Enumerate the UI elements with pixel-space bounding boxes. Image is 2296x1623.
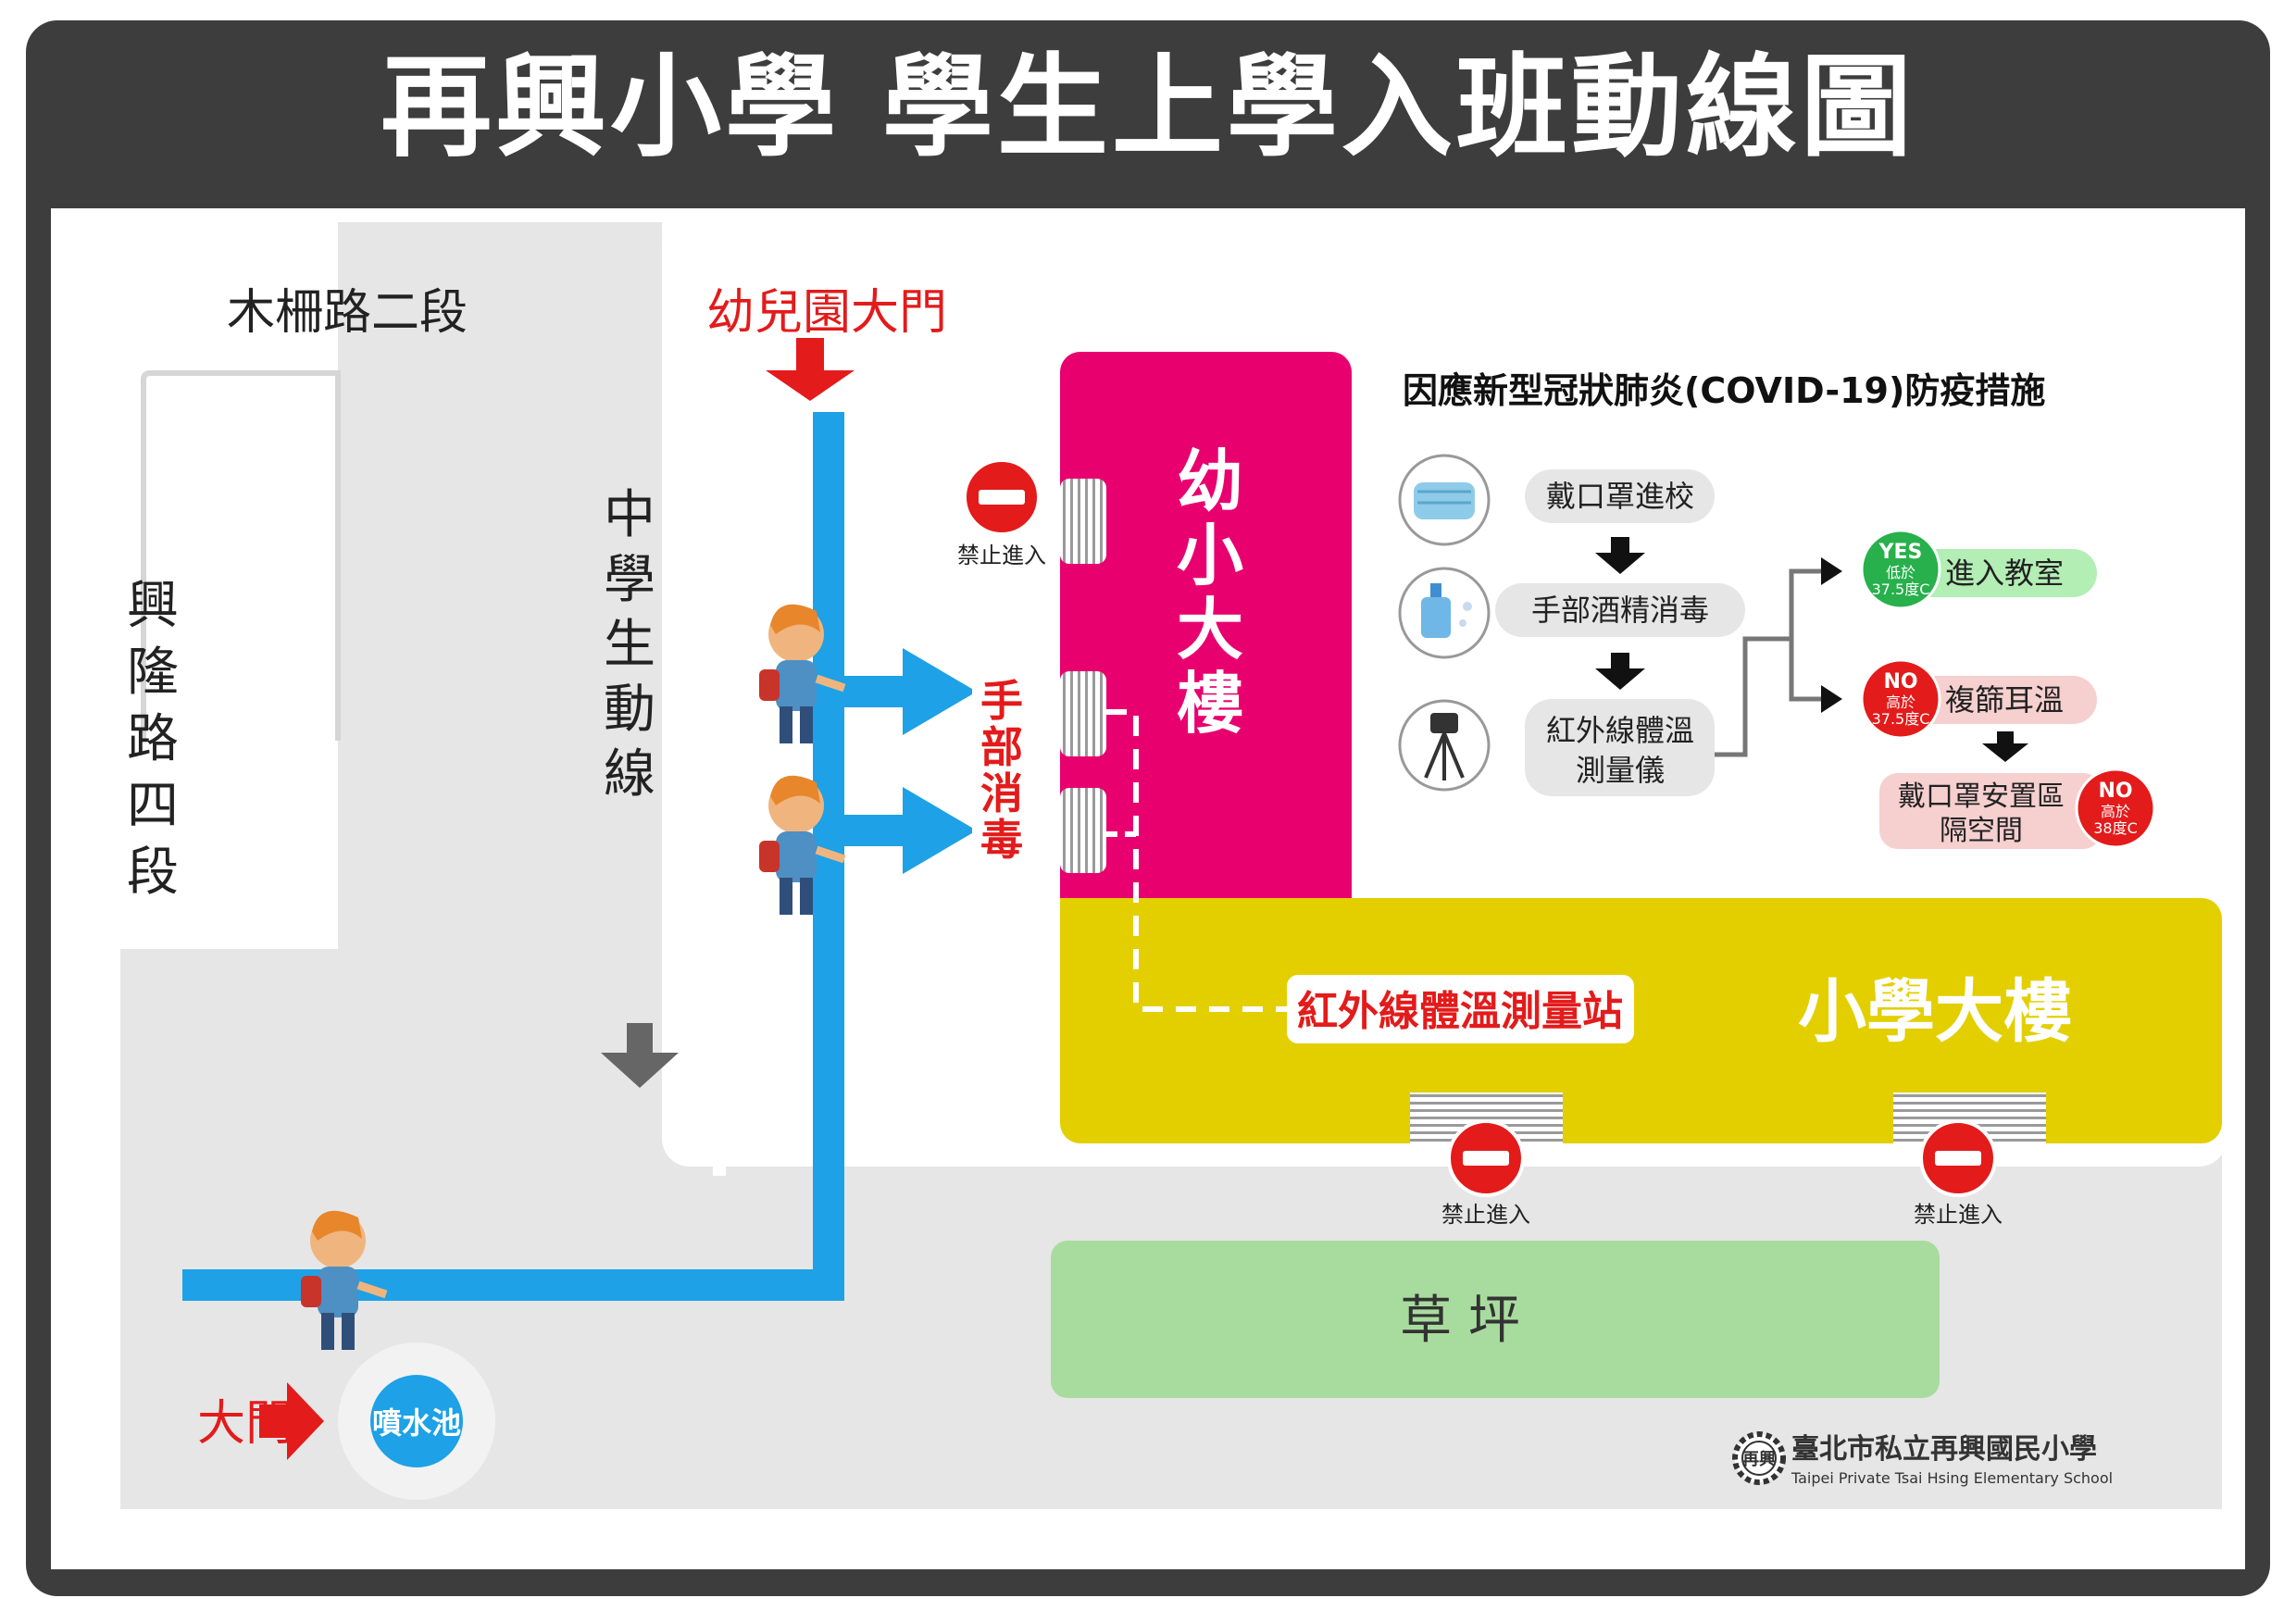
step-mask-pill	[1525, 469, 1715, 523]
kindergarten-gate-arrow	[766, 338, 855, 401]
no-badge-2-sub2: 38度C	[2093, 819, 2138, 837]
flow-arrow-2	[1595, 653, 1645, 690]
map-svg: 木柵路二段 興 隆 路 四 段 幼兒園大門 大門 中 學 生 動 線 噴水池 手…	[120, 218, 2227, 1509]
lawn	[1051, 1241, 1940, 1398]
no-badge-2-sub1: 高於	[2101, 803, 2130, 820]
no-badge-2	[2075, 768, 2156, 849]
isolation-label-1: 戴口罩安置區	[1898, 780, 2065, 813]
no-entry-sign-3	[1919, 1119, 1997, 1197]
temp-station-path	[1106, 709, 1292, 1012]
step-mask-label: 戴口罩進校	[1546, 479, 1694, 514]
svg-text:生: 生	[604, 615, 655, 675]
temp-station-board	[1287, 975, 1634, 1043]
svg-text:手: 手	[980, 676, 1023, 726]
yes-badge	[1860, 529, 1941, 610]
svg-text:小: 小	[1177, 517, 1243, 594]
no-entry-sign-2	[1447, 1119, 1525, 1197]
svg-text:興: 興	[127, 576, 179, 636]
elementary-building	[1060, 898, 2222, 1143]
svg-text:四: 四	[127, 776, 179, 836]
sanitizer-icon	[1398, 567, 1491, 659]
svg-text:部: 部	[980, 722, 1023, 772]
no-badge-label: NO	[1883, 670, 1917, 693]
yes-action-label: 進入教室	[1945, 556, 2064, 591]
yes-action-pill	[1889, 549, 2097, 597]
step-sanitize-pill	[1495, 583, 1745, 637]
no-entry-label-1: 禁止進入	[957, 543, 1046, 568]
main-gate-arrow	[259, 1382, 324, 1460]
kindergarten-gate-label: 幼兒園大門	[706, 285, 947, 341]
middle-school-route-label: 中 學 生 動 線	[604, 485, 655, 805]
fountain-label: 噴水池	[372, 1405, 461, 1441]
no-entry-label-2: 禁止進入	[1441, 1202, 1530, 1228]
student-figure-2	[759, 775, 846, 915]
school-logo-icon	[1732, 1431, 1786, 1485]
svg-text:大: 大	[1177, 591, 1243, 668]
temp-station-label: 紅外線體溫測量站	[1297, 988, 1623, 1035]
kindergarten-stairs-3	[1060, 788, 1106, 873]
flow-connector	[1715, 568, 1833, 757]
svg-text:路: 路	[127, 709, 179, 769]
svg-text:幼: 幼	[1177, 443, 1243, 520]
no-action-label: 複篩耳溫	[1945, 682, 2064, 718]
student-figure-1	[759, 604, 846, 743]
no-badge-sub1: 高於	[1886, 693, 1915, 711]
campus-map: 木柵路二段 興 隆 路 四 段 幼兒園大門 大門 中 學 生 動 線 噴水池 手…	[51, 208, 2245, 1569]
step-thermometer-pill	[1525, 699, 1715, 796]
kindergarten-stairs-2	[1060, 671, 1106, 756]
student-figure-3	[301, 1210, 388, 1350]
covid-heading: 因應新型冠狀肺炎(COVID-19)防疫措施	[1403, 370, 2045, 411]
step-sanitize-label: 手部酒精消毒	[1531, 593, 1709, 628]
isolation-label-2: 隔空間	[1940, 815, 2023, 847]
elementary-building-label: 小學大樓	[1798, 972, 2072, 1052]
step-thermometer-label-2: 測量儀	[1576, 753, 1665, 788]
thermometer-camera-icon	[1398, 699, 1491, 792]
svg-text:毒: 毒	[980, 815, 1023, 865]
yes-badge-sub1: 低於	[1886, 564, 1915, 581]
lawn-label: 草 坪	[1400, 1291, 1520, 1351]
yes-badge-label: YES	[1878, 541, 1923, 564]
fountain	[370, 1375, 463, 1467]
west-road-label: 興 隆 路 四 段	[127, 576, 179, 903]
svg-text:動: 動	[604, 680, 655, 740]
flow-arrow-3	[1982, 731, 2028, 762]
no-badge	[1860, 658, 1941, 740]
school-name: 臺北市私立再興國民小學	[1791, 1433, 2097, 1466]
kindergarten-building-label: 幼 小 大 樓	[1177, 443, 1243, 743]
main-gate-label: 大門	[197, 1396, 293, 1452]
school-name-en: Taipei Private Tsai Hsing Elementary Sch…	[1791, 1469, 2113, 1487]
flow-arrow-1	[1595, 537, 1645, 574]
svg-text:學: 學	[604, 550, 655, 610]
no-badge-2-label: NO	[2098, 780, 2132, 803]
kindergarten-stairs-1	[1060, 479, 1106, 564]
svg-text:消: 消	[980, 768, 1023, 818]
student-route	[182, 412, 977, 1301]
mask-icon	[1398, 454, 1491, 546]
svg-text:中: 中	[604, 485, 655, 545]
sanitize-label: 手 部 消 毒	[980, 676, 1023, 865]
sanitize-board	[972, 667, 1032, 884]
svg-text:線: 線	[604, 744, 655, 805]
no-badge-sub2: 37.5度C	[1872, 710, 1930, 728]
school-logo-badge: 再興	[1742, 1449, 1776, 1469]
middle-school-arrow	[601, 1023, 679, 1088]
no-action-pill	[1889, 676, 2097, 724]
svg-text:段: 段	[127, 843, 179, 903]
svg-text:樓: 樓	[1177, 665, 1243, 743]
isolation-pill	[1879, 773, 2102, 849]
no-entry-sign-1	[963, 458, 1041, 536]
page-title: 再興小學 學生上學入班動線圖	[381, 44, 1915, 172]
north-road-label: 木柵路二段	[227, 285, 468, 341]
step-thermometer-label-1: 紅外線體溫	[1546, 713, 1694, 748]
svg-text:隆: 隆	[127, 643, 179, 703]
yes-badge-sub2: 37.5度C	[1872, 581, 1930, 598]
no-entry-label-3: 禁止進入	[1914, 1202, 2003, 1228]
